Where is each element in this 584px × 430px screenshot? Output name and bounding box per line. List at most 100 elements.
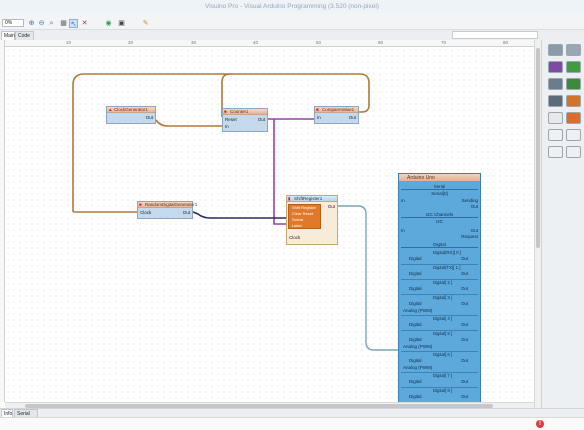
component-counter[interactable]: ■Counter1 Reset In Out bbox=[222, 108, 268, 132]
palette-gear-icon[interactable] bbox=[548, 78, 563, 90]
i2c-pin-in[interactable]: In bbox=[401, 228, 405, 233]
pin-out[interactable]: Out bbox=[327, 204, 335, 209]
vertical-scrollbar[interactable] bbox=[534, 40, 541, 408]
delete-icon[interactable]: ✕ bbox=[81, 20, 88, 27]
palette-gray-icon[interactable] bbox=[548, 44, 563, 56]
palette-sun-icon[interactable] bbox=[566, 112, 581, 124]
digital-pin-input[interactable]: Digital bbox=[409, 271, 422, 276]
wire-compare-to-random[interactable] bbox=[72, 73, 370, 212]
wire-random-to-shift[interactable] bbox=[192, 211, 286, 219]
digital-pin-input[interactable]: Digital bbox=[409, 337, 422, 342]
digital-pin-output[interactable]: Out bbox=[461, 271, 468, 276]
upload-icon[interactable]: ▣ bbox=[118, 20, 125, 27]
digital-pin-output[interactable]: Out bbox=[461, 337, 468, 342]
digital-pin-output[interactable]: Out bbox=[461, 256, 468, 261]
wire-counter-reset[interactable] bbox=[221, 73, 231, 117]
tab-code[interactable]: Code bbox=[15, 31, 34, 40]
bottom-tabs: Info Serial bbox=[0, 408, 584, 418]
pin-clock[interactable]: Clock bbox=[289, 235, 301, 240]
digital-pin-input[interactable]: Digital bbox=[409, 301, 422, 306]
palette-gray2-icon[interactable] bbox=[566, 44, 581, 56]
palette-display-icon[interactable] bbox=[566, 129, 581, 141]
digital-pin-output[interactable]: Out bbox=[461, 394, 468, 399]
digital-pin-input[interactable]: Digital bbox=[409, 379, 422, 384]
palette-wave-icon[interactable] bbox=[548, 95, 563, 107]
zoom-fit-icon[interactable]: ⌕ bbox=[49, 20, 54, 27]
digital-pin-output[interactable]: Out bbox=[461, 301, 468, 306]
serial-pin-in[interactable]: In bbox=[401, 198, 405, 203]
settings-icon[interactable]: ✎ bbox=[142, 20, 149, 27]
i2c-pin-request[interactable]: Request bbox=[461, 234, 478, 239]
pin-out[interactable]: Out bbox=[348, 115, 356, 120]
digital-pin-input[interactable]: Digital bbox=[409, 358, 422, 363]
analog-pin-input[interactable]: Analog (PWM) bbox=[403, 308, 433, 313]
pin-in[interactable]: In bbox=[225, 124, 229, 129]
pin-in[interactable]: In bbox=[317, 115, 321, 120]
section-channels-sub: I2C bbox=[435, 219, 443, 224]
digital-pin-input[interactable]: Digital bbox=[409, 394, 422, 399]
digital-pin-input[interactable]: Digital bbox=[409, 256, 422, 261]
analog-pin-input[interactable]: Analog (PWM) bbox=[403, 344, 433, 349]
digital-pin-input[interactable]: Digital bbox=[409, 286, 422, 291]
wire-counter-to-shift[interactable] bbox=[273, 119, 286, 225]
tab-serial[interactable]: Serial bbox=[14, 409, 38, 418]
digital-pin-input[interactable]: Digital bbox=[409, 322, 422, 327]
analog-pin-input[interactable]: Analog (PWM) bbox=[403, 365, 433, 370]
palette-blank2-icon[interactable] bbox=[566, 146, 581, 158]
component-palette bbox=[541, 40, 584, 408]
palette-arduino-icon[interactable] bbox=[566, 78, 581, 90]
tab-info[interactable]: Info bbox=[1, 409, 13, 418]
error-icon[interactable]: ! bbox=[536, 420, 544, 428]
palette-color-wheel-icon[interactable] bbox=[548, 112, 563, 124]
component-shift-register[interactable]: ▮ShiftRegister1 Shift Register Clear Res… bbox=[286, 195, 338, 245]
serial-pin-out[interactable]: Out bbox=[470, 204, 478, 209]
palette-orange-icon[interactable] bbox=[566, 95, 581, 107]
component-arduino-uno[interactable]: Arduino Uno Serial Serial[0] In Sending … bbox=[398, 173, 481, 405]
palette-green-icon[interactable] bbox=[566, 61, 581, 73]
digital-pin-output[interactable]: Out bbox=[461, 322, 468, 327]
digital-pin-output[interactable]: Out bbox=[461, 358, 468, 363]
component-clock-generator[interactable]: ▲ClockGenerator1 Out bbox=[106, 106, 156, 124]
build-icon[interactable]: ◉ bbox=[105, 20, 112, 27]
zoom-out-icon[interactable]: ⊖ bbox=[38, 20, 45, 27]
palette-purple-icon[interactable] bbox=[548, 61, 563, 73]
select-icon[interactable]: ↖ bbox=[69, 19, 78, 28]
palette-blank-icon[interactable] bbox=[548, 146, 563, 158]
zoom-select[interactable]: 0% bbox=[2, 19, 24, 27]
grid-icon[interactable]: ▦ bbox=[60, 20, 67, 27]
pin-out[interactable]: Out bbox=[257, 117, 265, 122]
component-compare-value[interactable]: ■CompareValue1 In Out bbox=[314, 106, 359, 124]
search-input[interactable] bbox=[452, 31, 538, 39]
scroll-thumb[interactable] bbox=[536, 48, 540, 248]
wire-shift-to-arduino[interactable] bbox=[338, 205, 400, 351]
pin-out[interactable]: Out bbox=[182, 210, 190, 215]
pin-reset[interactable]: Reset bbox=[225, 117, 237, 122]
pin-clock[interactable]: Clock bbox=[140, 210, 152, 215]
palette-timer-icon[interactable] bbox=[548, 129, 563, 141]
digital-row[interactable]: Digital[ 4 ] Digital Out bbox=[401, 316, 478, 331]
digital-pin-output[interactable]: Out bbox=[461, 286, 468, 291]
digital-pin-header: Digital[ 4 ] bbox=[433, 316, 453, 321]
serial-pin-sending[interactable]: Sending bbox=[461, 198, 478, 203]
main-toolbar: 0% ⊕ ⊖ ⌕ ▦ ↖ ✕ ◉ ▣ ✎ bbox=[0, 13, 584, 30]
pin-out[interactable]: Out bbox=[145, 115, 153, 120]
ruler-label: 80 bbox=[503, 40, 509, 45]
scroll-thumb[interactable] bbox=[25, 404, 493, 408]
zoom-in-icon[interactable]: ⊕ bbox=[28, 20, 35, 27]
horizontal-scrollbar[interactable] bbox=[5, 402, 534, 408]
digital-pin-output[interactable]: Out bbox=[461, 379, 468, 384]
component-title: RandomDigitalGenerator1 bbox=[145, 202, 198, 207]
component-random-generator[interactable]: ■RandomDigitalGenerator1 Clock Out bbox=[137, 201, 197, 219]
i2c-pin-out[interactable]: Out bbox=[470, 228, 478, 233]
tab-main[interactable]: Main bbox=[1, 31, 15, 40]
wire-clock-to-counter[interactable] bbox=[155, 119, 222, 127]
